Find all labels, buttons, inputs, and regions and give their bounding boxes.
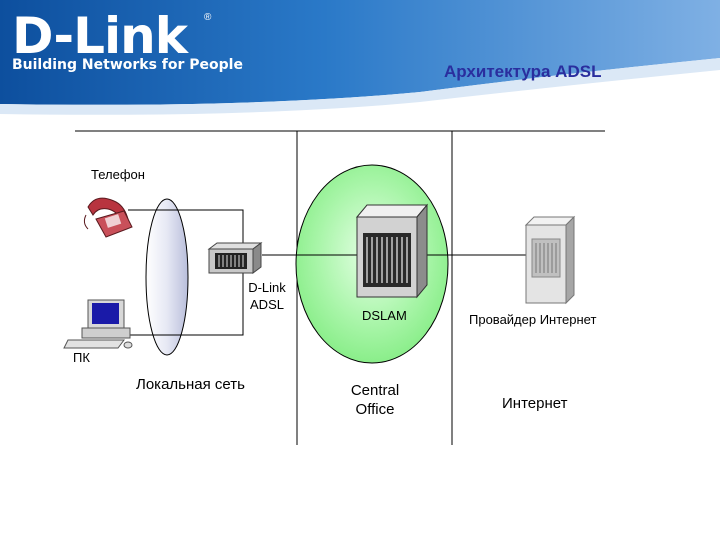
- phone-label: Телефон: [91, 167, 145, 182]
- lan-ellipse: [146, 199, 188, 355]
- provider-server-icon: [526, 217, 574, 303]
- lan-label: Локальная сеть: [136, 376, 245, 393]
- telephone-icon: [84, 198, 132, 237]
- internet-label: Интернет: [502, 395, 567, 412]
- pc-label: ПК: [73, 350, 90, 365]
- dslam-label: DSLAM: [362, 308, 407, 323]
- modem-label-line1: D-Link: [240, 280, 294, 295]
- dslam-icon: [357, 205, 427, 297]
- pc-icon: [64, 300, 132, 348]
- provider-label: Провайдер Интернет: [469, 312, 596, 327]
- co-label-line1: Central: [330, 382, 420, 399]
- adsl-modem-icon: [209, 243, 261, 273]
- co-label-line2: Office: [330, 401, 420, 418]
- modem-label-line2: ADSL: [240, 297, 294, 312]
